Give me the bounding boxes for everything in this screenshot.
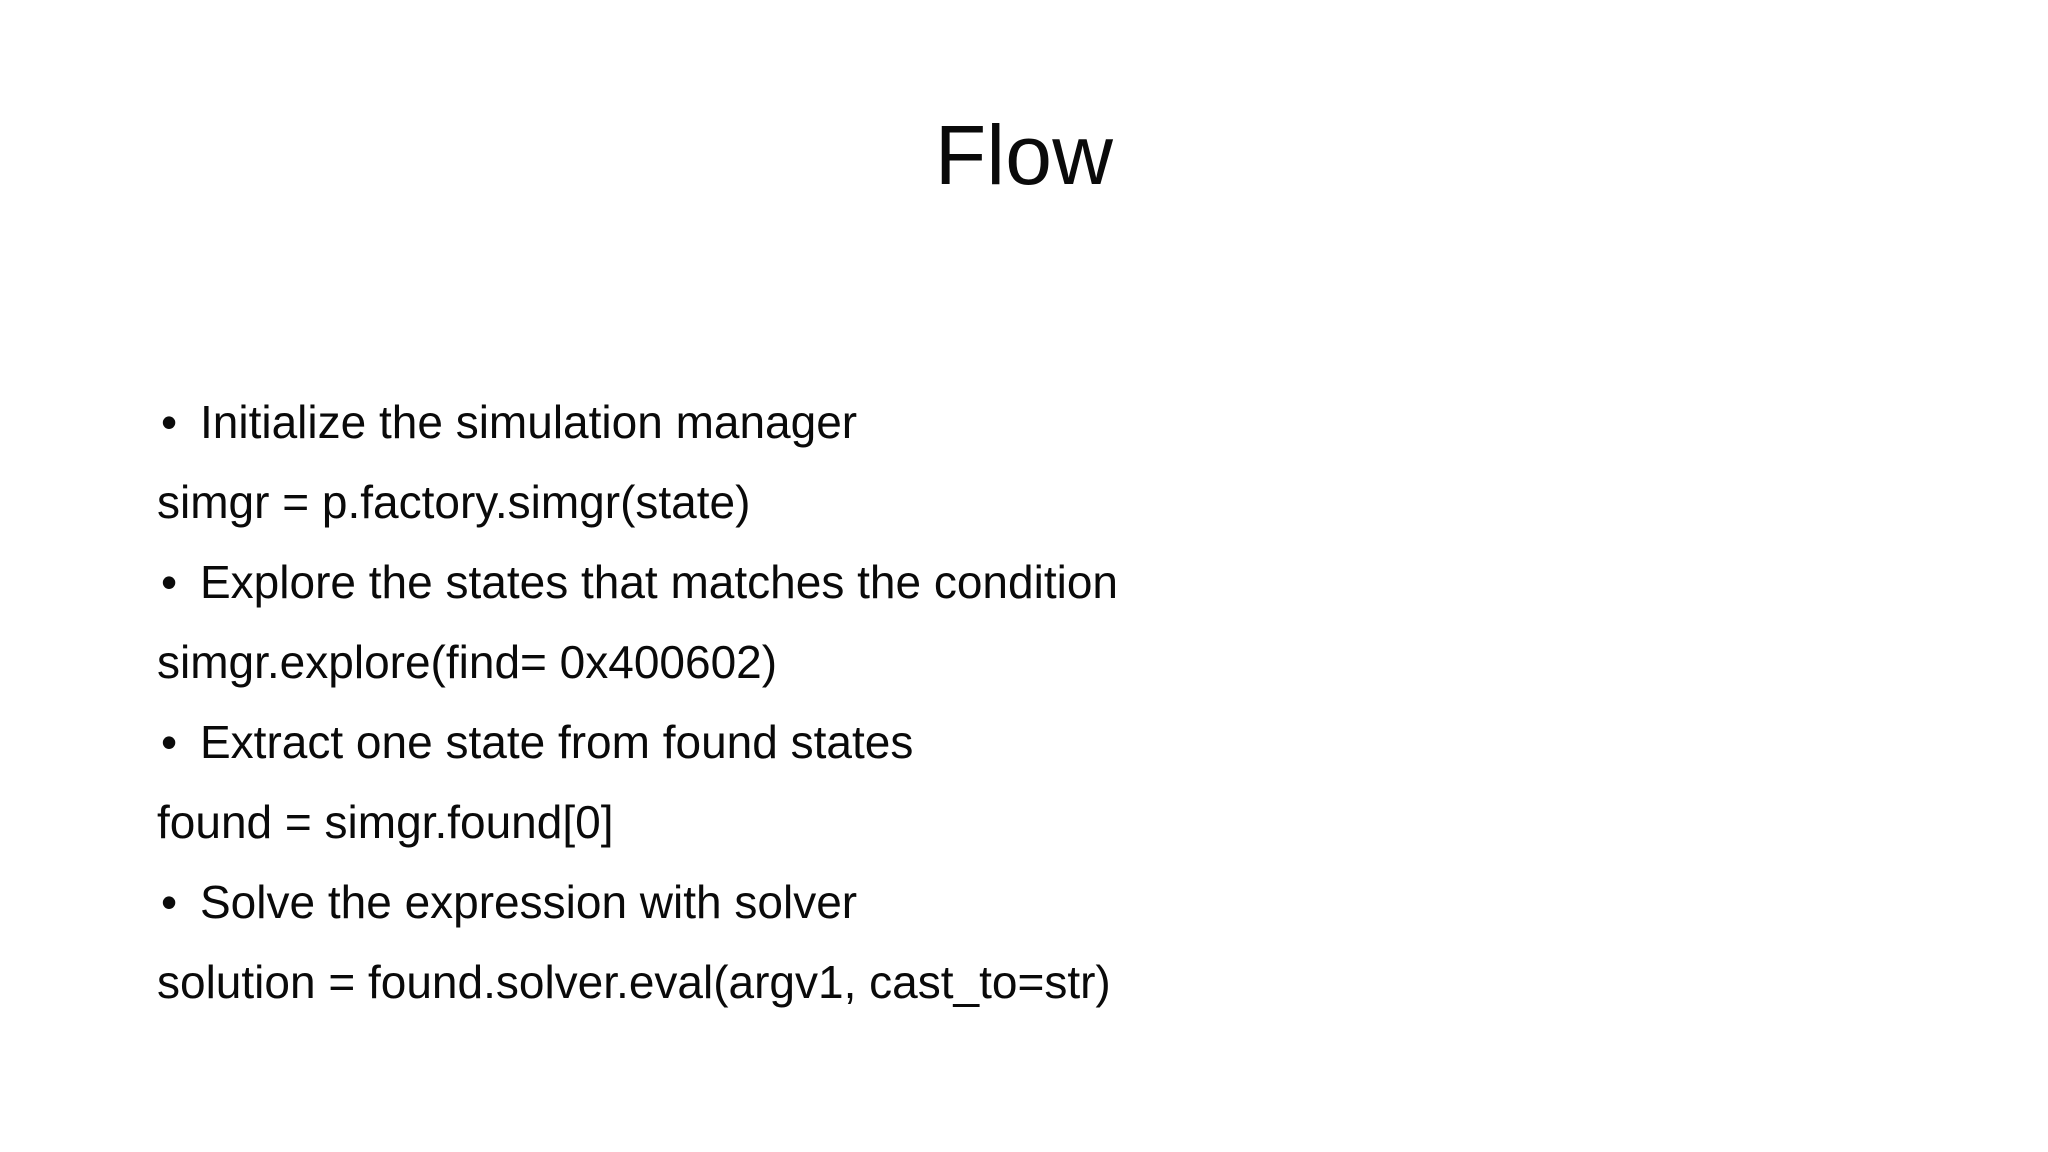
bullet-icon: • <box>161 396 178 448</box>
code-line: simgr = p.factory.simgr(state) <box>157 462 1857 542</box>
bullet-list-item: • Extract one state from found states <box>157 702 1857 782</box>
code-line: simgr.explore(find= 0x400602) <box>157 622 1857 702</box>
bullet-list-item-label: Extract one state from found states <box>200 716 914 768</box>
bullet-list-item-label: Initialize the simulation manager <box>200 396 858 448</box>
code-line-text: simgr = p.factory.simgr(state) <box>157 476 751 528</box>
code-line-text: solution = found.solver.eval(argv1, cast… <box>157 956 1111 1008</box>
bullet-list-item-label: Explore the states that matches the cond… <box>200 556 1118 608</box>
bullet-list-item-label: Solve the expression with solver <box>200 876 858 928</box>
bullet-list-item: • Solve the expression with solver <box>157 862 1857 942</box>
bullet-list-item: • Explore the states that matches the con… <box>157 542 1857 622</box>
page-title: Flow <box>934 108 1114 202</box>
code-line: solution = found.solver.eval(argv1, cast… <box>157 942 1857 1022</box>
bullet-icon: • <box>161 716 178 768</box>
code-line-text: simgr.explore(find= 0x400602) <box>157 636 778 688</box>
code-line-text: found = simgr.found[0] <box>157 796 614 848</box>
bullet-list-item: • Initialize the simulation manager <box>157 382 1857 462</box>
code-line: found = simgr.found[0] <box>157 782 1857 862</box>
slide-body: • Initialize the simulation manager simgr … <box>157 382 1857 1022</box>
bullet-icon: • <box>161 556 178 608</box>
bullet-icon: • <box>161 876 178 928</box>
